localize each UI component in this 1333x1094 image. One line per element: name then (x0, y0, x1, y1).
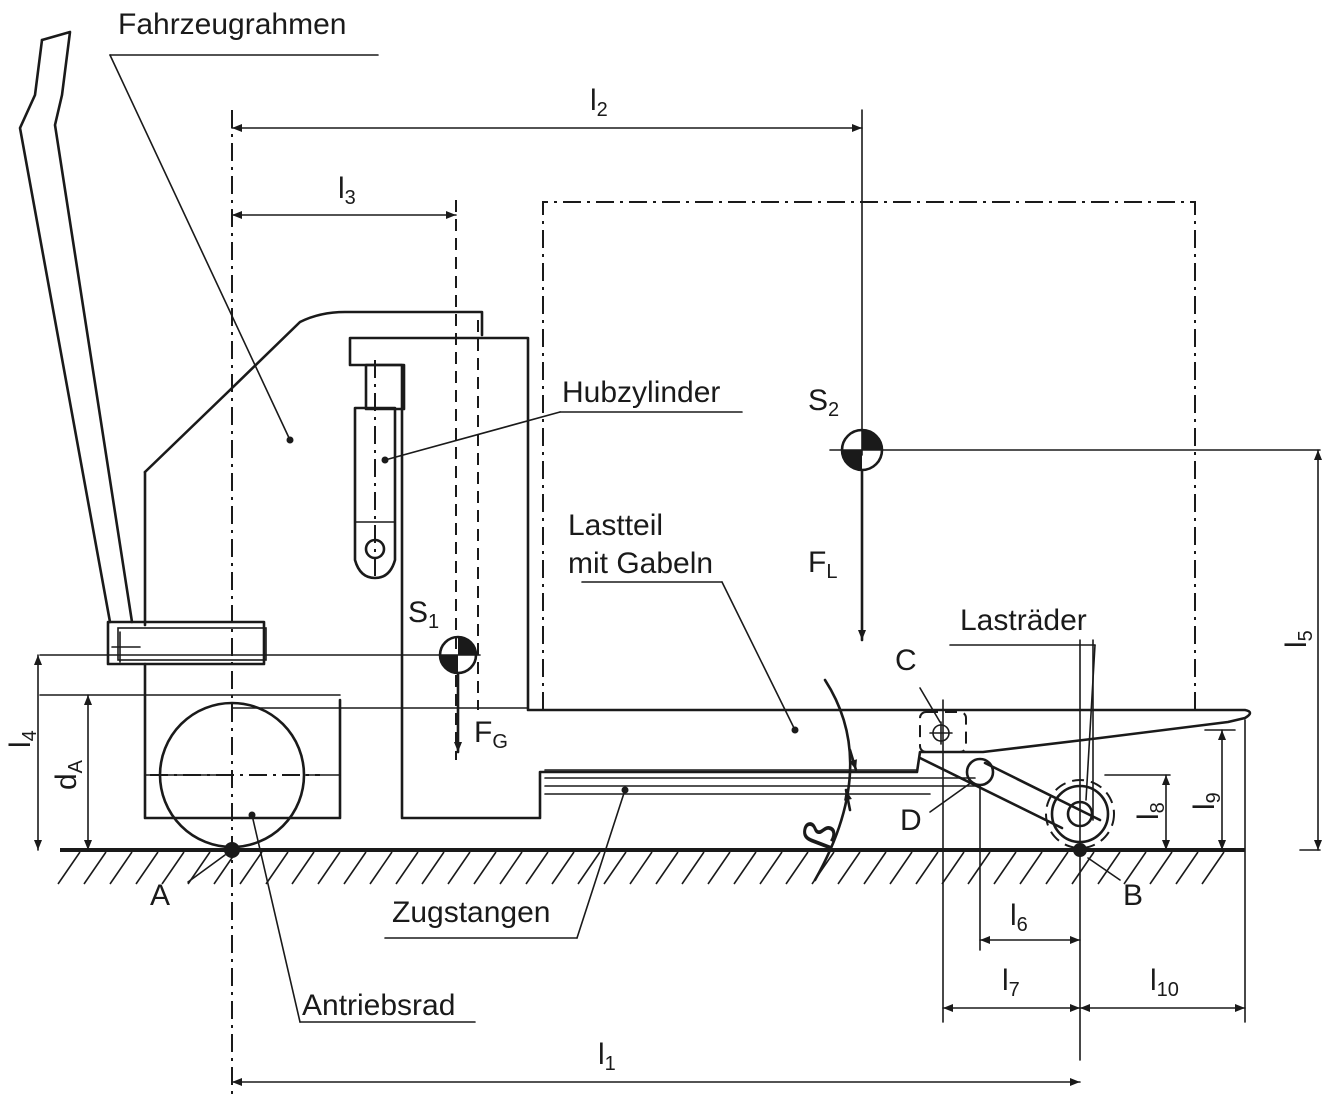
center-of-gravity-s1 (438, 635, 478, 754)
hatch-line (707, 851, 731, 885)
hatch-line (1045, 851, 1069, 885)
s2-label: S2 (808, 384, 839, 421)
hatch-line (1201, 851, 1225, 885)
hatch-line (447, 851, 471, 885)
label-antriebsrad: Antriebsrad (302, 989, 455, 1022)
fg-label: FG (474, 716, 508, 753)
hatch-line (1097, 851, 1121, 885)
dim-l10-label: l10 (1150, 964, 1179, 1001)
dim-l5-label: l5 (1280, 630, 1317, 648)
hatch-line (1071, 851, 1095, 885)
point-a-label: A (150, 879, 170, 912)
hatch-line (993, 851, 1017, 885)
tie-rods (544, 769, 981, 795)
leader-lines (109, 54, 1121, 1023)
dim-l3-label: l3 (338, 172, 356, 209)
hatch-line (941, 851, 965, 885)
hatch-line (733, 851, 757, 885)
hatch-line (837, 851, 861, 885)
centre-lines (231, 109, 1321, 1094)
hatch-line (525, 851, 549, 885)
hatch-line (681, 851, 705, 885)
hatch-line (109, 851, 133, 885)
hatch-line (265, 851, 289, 885)
fl-label: FL (808, 546, 837, 583)
dim-l2-label: l2 (590, 84, 608, 121)
dim-l7-label: l7 (1002, 964, 1020, 1001)
lift-cylinder (353, 360, 406, 580)
dim-l1-label: l1 (598, 1038, 616, 1075)
s1-label: S1 (408, 596, 439, 633)
point-b-label: B (1123, 879, 1143, 912)
hatch-line (135, 851, 159, 885)
point-d-label: D (900, 804, 922, 837)
label-zugstangen: Zugstangen (392, 896, 550, 929)
center-of-gravity-s2 (840, 428, 884, 642)
label-mit-gabeln: mit Gabeln (568, 547, 713, 580)
hatch-line (369, 851, 393, 885)
dim-da-label: dA (50, 759, 87, 790)
dimension-lines (34, 124, 1322, 1086)
hatch-line (1149, 851, 1173, 885)
dim-l8-label: l8 (1132, 802, 1169, 820)
label-hubzylinder: Hubzylinder (562, 376, 720, 409)
hatch-line (395, 851, 419, 885)
ground-hatching (57, 851, 1225, 885)
hatch-line (161, 851, 185, 885)
hatch-line (889, 851, 913, 885)
dim-l4-label: l4 (4, 730, 41, 748)
hatch-line (421, 851, 445, 885)
dim-l6-label: l6 (1010, 899, 1028, 936)
ground (57, 848, 1245, 885)
hatch-line (1019, 851, 1043, 885)
hatch-line (915, 851, 939, 885)
hatch-line (759, 851, 783, 885)
text-labels: Fahrzeugrahmen Hubzylinder Lastteil mit … (4, 8, 1317, 1075)
tiller-handle (18, 30, 267, 666)
hatch-line (317, 851, 341, 885)
hatch-line (785, 851, 809, 885)
hatch-line (551, 851, 575, 885)
hatch-line (603, 851, 627, 885)
hatch-line (83, 851, 107, 885)
load-wheel-linkage (918, 711, 1115, 857)
angle-beta-arc (813, 678, 858, 882)
dim-l9-label: l9 (1188, 792, 1225, 810)
hatch-line (967, 851, 991, 885)
label-lastteil: Lastteil (568, 509, 663, 542)
hatch-line (1123, 851, 1147, 885)
label-lastraeder: Lasträder (960, 604, 1087, 637)
hatch-line (343, 851, 367, 885)
vehicle-frame (39, 310, 484, 820)
hatch-line (473, 851, 497, 885)
hatch-line (655, 851, 679, 885)
angle-beta-label: ß (793, 818, 846, 853)
label-fahrzeugrahmen: Fahrzeugrahmen (118, 8, 346, 41)
hatch-line (499, 851, 523, 885)
hatch-line (57, 851, 81, 885)
hatch-line (1175, 851, 1199, 885)
drive-wheel (150, 701, 320, 858)
load-outline (542, 201, 1196, 710)
hatch-line (629, 851, 653, 885)
hatch-line (863, 851, 887, 885)
hatch-line (239, 851, 263, 885)
hatch-line (291, 851, 315, 885)
hatch-line (577, 851, 601, 885)
point-c-label: C (895, 644, 917, 677)
